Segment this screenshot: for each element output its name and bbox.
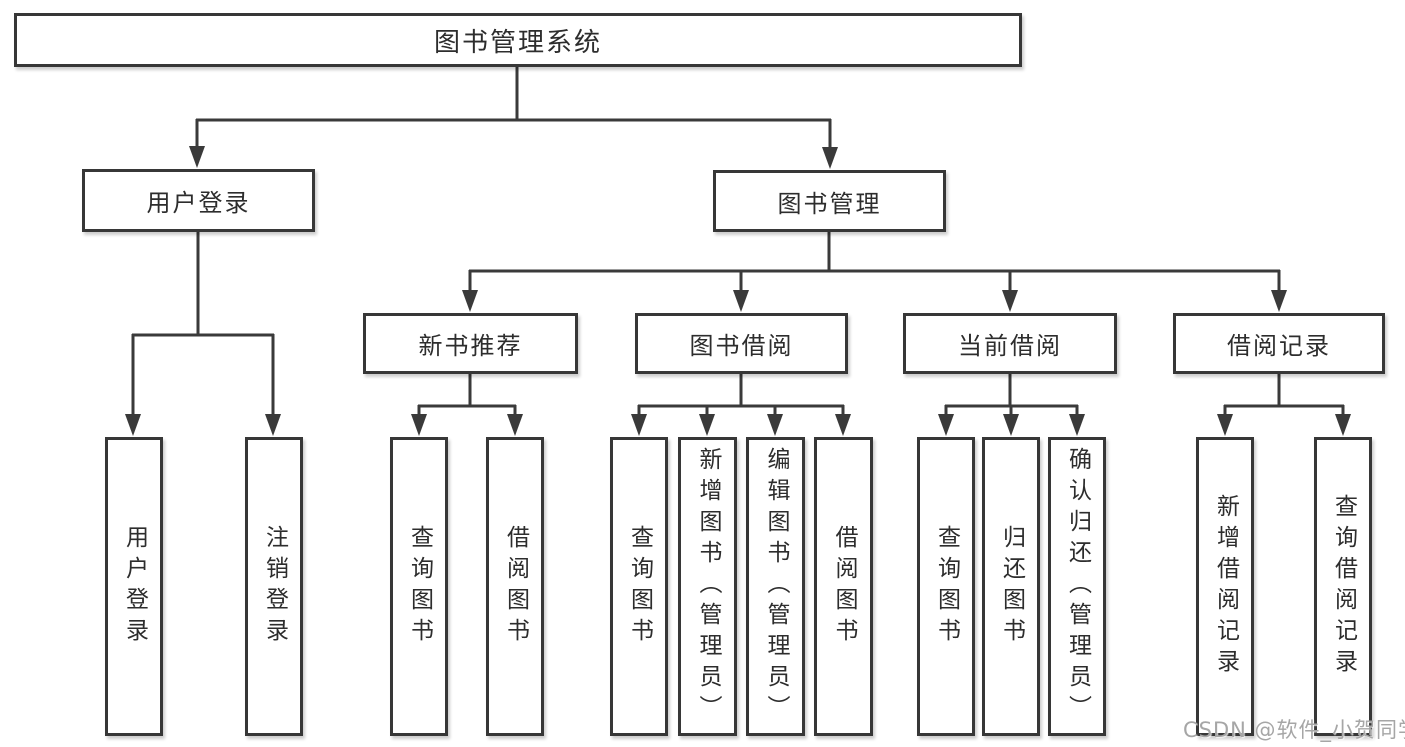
node-user-login-branch: 用户登录 xyxy=(82,169,315,232)
leaf-add-borrow-record: 新增借阅记录 xyxy=(1196,437,1254,736)
node-label: 用户登录 xyxy=(146,189,251,217)
node-label: 用户登录 xyxy=(121,524,148,649)
node-library-management-system: 图书管理系统 xyxy=(14,13,1022,67)
node-label: 借阅图书 xyxy=(502,524,529,649)
leaf-return-books: 归还图书 xyxy=(982,437,1040,736)
node-borrowing-records: 借阅记录 xyxy=(1173,313,1385,374)
leaf-borrow-books-borrowing: 借阅图书 xyxy=(814,437,873,736)
leaf-add-books-admin: 新增图书（管理员） xyxy=(678,437,737,736)
leaf-edit-books-admin: 编辑图书（管理员） xyxy=(746,437,805,736)
node-book-management-branch: 图书管理 xyxy=(713,170,946,232)
leaf-user-login: 用户登录 xyxy=(105,437,163,736)
leaf-confirm-return-admin: 确认归还（管理员） xyxy=(1048,437,1106,736)
node-current-borrowing: 当前借阅 xyxy=(903,313,1117,374)
leaf-borrow-books-recommend: 借阅图书 xyxy=(486,437,544,736)
node-label: 新增借阅记录 xyxy=(1212,493,1239,680)
node-label: 确认归还（管理员） xyxy=(1064,447,1091,726)
node-label: 当前借阅 xyxy=(958,332,1062,360)
node-label: 图书管理系统 xyxy=(433,27,602,58)
node-label: 借阅记录 xyxy=(1227,332,1331,360)
node-label: 查询图书 xyxy=(933,524,960,649)
node-label: 查询借阅记录 xyxy=(1330,493,1357,680)
csdn-watermark: CSDN @软件_小贺同学 xyxy=(1183,718,1405,742)
leaf-query-books-current: 查询图书 xyxy=(917,437,975,736)
node-label: 编辑图书（管理员） xyxy=(763,447,789,726)
node-label: 借阅图书 xyxy=(831,524,857,649)
arrowheads xyxy=(125,146,1351,436)
leaf-query-borrow-record: 查询借阅记录 xyxy=(1314,437,1372,736)
node-label: 归还图书 xyxy=(998,524,1025,649)
node-label: 查询图书 xyxy=(626,524,653,649)
node-new-book-recommendation: 新书推荐 xyxy=(363,313,578,374)
leaf-logout-login: 注销登录 xyxy=(245,437,303,736)
node-label: 注销登录 xyxy=(261,524,288,649)
node-label: 图书管理 xyxy=(777,189,882,218)
leaf-query-books-recommend: 查询图书 xyxy=(390,437,448,736)
node-label: 查询图书 xyxy=(406,524,433,649)
node-label: 新增图书（管理员） xyxy=(695,447,721,726)
node-label: 图书借阅 xyxy=(689,332,794,360)
node-label: 新书推荐 xyxy=(418,332,523,360)
leaf-query-books-borrowing: 查询图书 xyxy=(610,437,668,736)
node-book-borrowing: 图书借阅 xyxy=(635,313,848,374)
